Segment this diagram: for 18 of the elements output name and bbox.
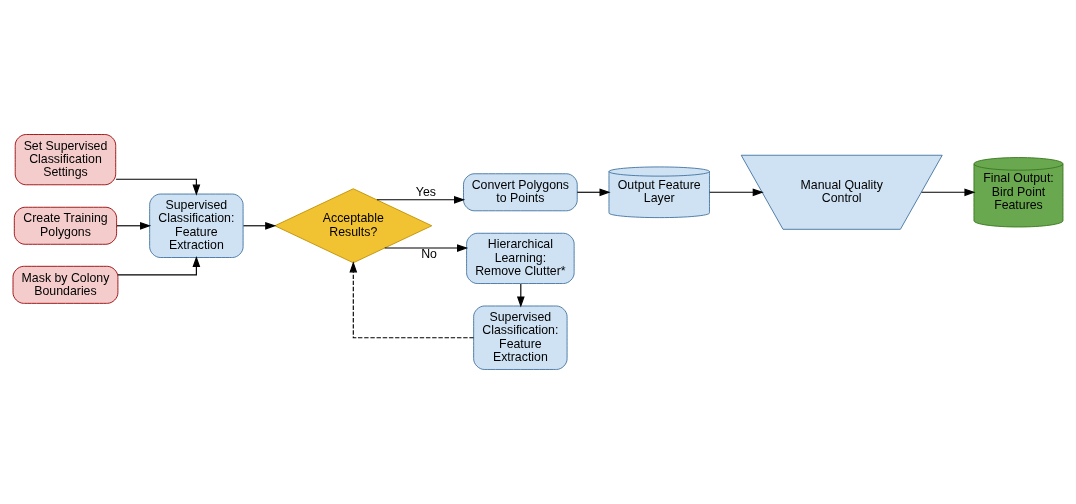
- node-box: Create Training Polygons: [13, 206, 118, 245]
- arrow: [116, 221, 152, 230]
- node-box: Mask by Colony Boundaries: [12, 265, 119, 304]
- node-box: Supervised Classification: Feature Extraction: [149, 193, 244, 258]
- arrow: [376, 195, 466, 204]
- node-box: Hierarchical Learning: Remove Clutter*: [466, 232, 575, 284]
- arrow: [921, 188, 976, 197]
- arrow: [384, 244, 469, 252]
- node-box: Supervised Classification: Feature Extraction: [473, 305, 568, 370]
- arrow: [349, 261, 475, 339]
- arrow: [117, 256, 201, 276]
- node-box: Set Supervised Classification Settings: [14, 134, 117, 186]
- arrow: [115, 178, 201, 196]
- arrow: [709, 188, 764, 197]
- arrow: [242, 221, 277, 230]
- edge-label: Yes: [415, 185, 436, 200]
- arrow: [576, 188, 611, 197]
- node-box: Convert Polygons to Points: [463, 173, 578, 212]
